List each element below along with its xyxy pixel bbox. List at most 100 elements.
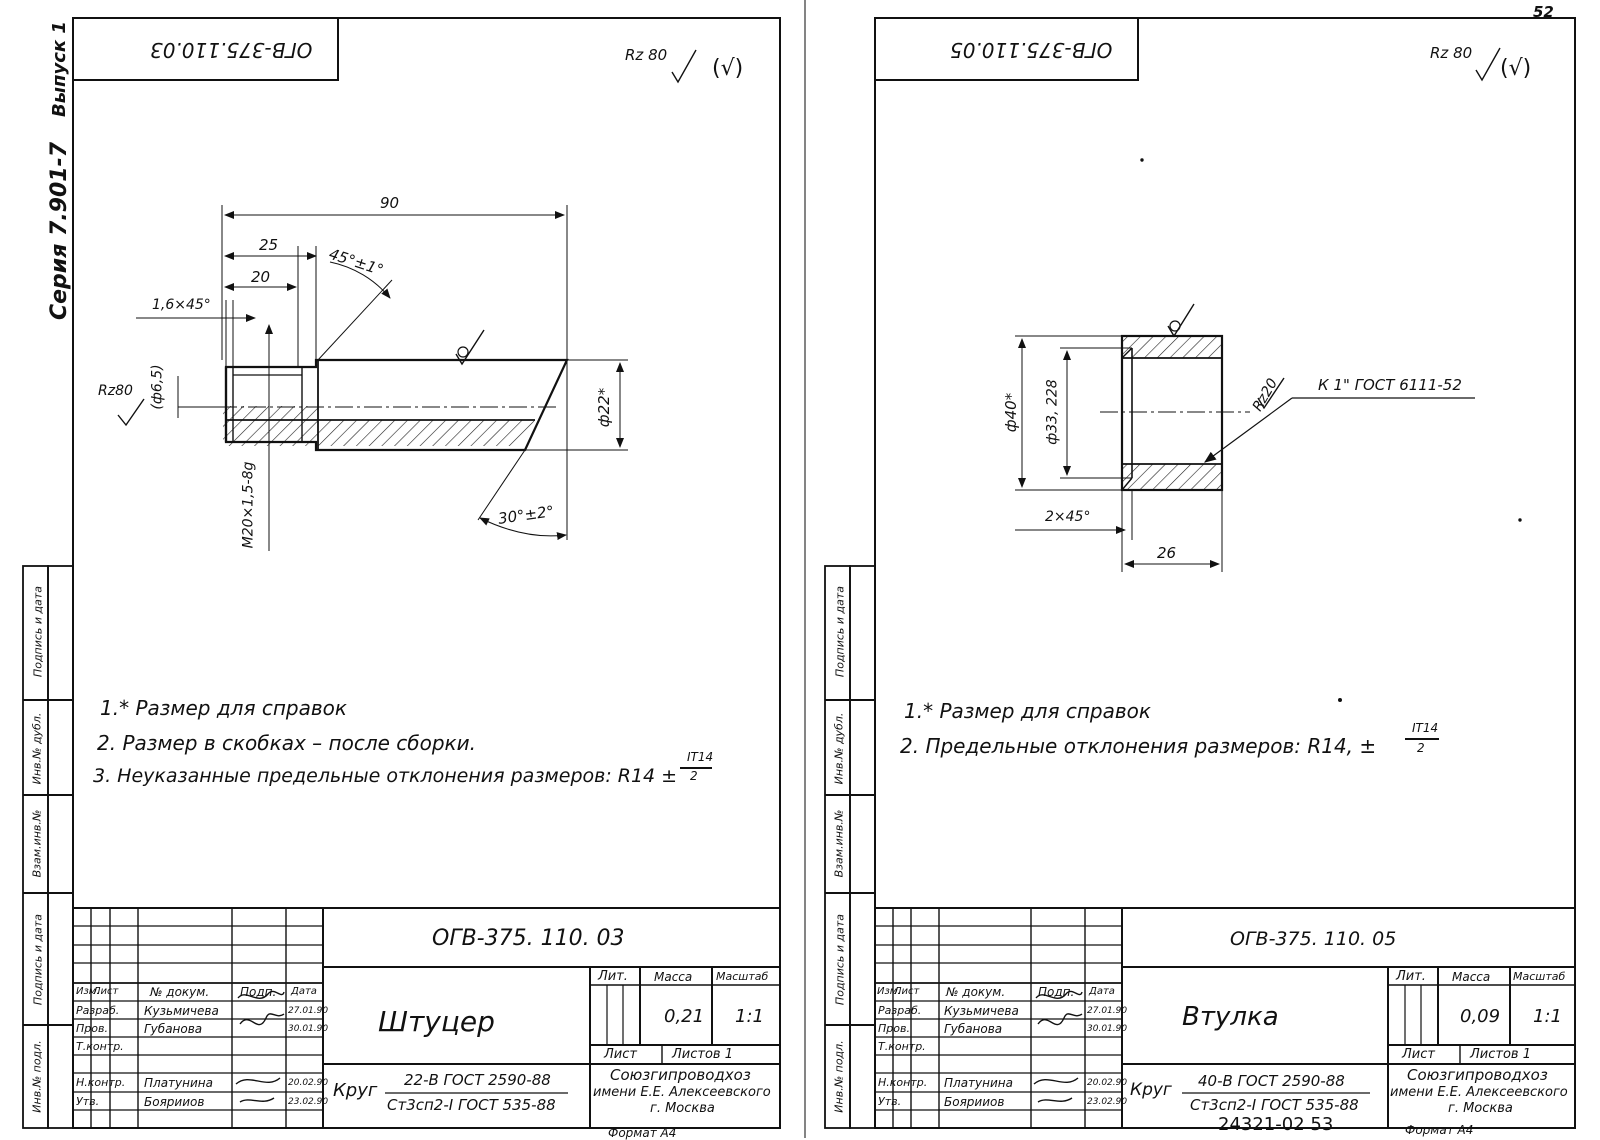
sheet2-note-1: 1.* Размер для справок (904, 699, 1151, 723)
sheet1-sheet-label: Лист (604, 1047, 637, 1062)
sheet1-row-name: Губанова (144, 1022, 203, 1036)
margin-sig-date-2-s2: Подпись и дата (833, 913, 847, 1006)
sheet1-note-frac-bar (680, 767, 712, 769)
dim-25: 25 (259, 236, 279, 254)
sheet2-material-1: 40-В ГОСТ 2590-88 (1198, 1072, 1345, 1090)
sheet1-stamp-box (72, 17, 339, 81)
sheet1-note-1: 1.* Размер для справок (100, 696, 347, 720)
sheet2-col-date: Дата (1089, 986, 1115, 997)
sheet2-note-frac-den: 2 (1417, 741, 1425, 755)
dim-20: 20 (251, 268, 271, 286)
sheet1-lit-header: Лит. (598, 969, 628, 984)
sheet2-org-1: Союзгипроводхоз (1407, 1066, 1548, 1084)
dim-rz-left: Rz80 (98, 383, 133, 399)
sheet1-org-1: Союзгипроводхоз (610, 1066, 751, 1084)
sheet2-mass: 0,09 (1460, 1006, 1501, 1027)
sheet1-row-role: Разраб. (76, 1004, 120, 1017)
sheet1-org-2: имени Е.Е. Алексеевского (593, 1085, 771, 1100)
sheet1-col-sign: Подп. (240, 985, 277, 999)
sheet1-row-role: Т.контр. (76, 1040, 124, 1053)
sheet2-roughness-suffix: (√) (1500, 56, 1532, 81)
sheet1-mass-header: Масса (654, 970, 693, 984)
sheet2-note-frac-num: IT14 (1412, 721, 1439, 735)
sheet2-stamp-code: ОГВ-375.110.05 (950, 38, 1113, 62)
dim-chamfer-2: 2×45° (1045, 509, 1091, 525)
dim-phi-40: ф40* (1002, 392, 1021, 433)
sheet1-col-date: Дата (291, 986, 317, 997)
sheet2-col-doc: № докум. (946, 985, 1006, 999)
sheet1-row-date: 30.01.90 (288, 1024, 329, 1034)
sheet1-stamp-code: ОГВ-375.110.03 (150, 38, 313, 62)
sheet2-row-role: Пров. (878, 1022, 910, 1035)
sheet2-row-name: Боярииов (944, 1095, 1005, 1109)
sheet2-mass-header: Масса (1452, 970, 1491, 984)
dim-phi-6-5: (ф6,5) (149, 364, 166, 410)
sheet1-note-2: 2. Размер в скобках – после сборки. (97, 731, 476, 755)
margin-vzam-inv-s2: Взам.инв.№ (832, 809, 846, 878)
sheet2-row-name: Платунина (944, 1076, 1013, 1090)
sheet1-row-role: Н.контр. (76, 1076, 126, 1089)
sheet2-org-2: имени Е.Е. Алексеевского (1390, 1085, 1568, 1100)
sheet1-row-date: 23.02.90 (288, 1097, 329, 1107)
sheet2-stamp-box (874, 17, 1139, 81)
sheet1-row-name: Кузьмичева (144, 1004, 219, 1018)
dim-thread-k: К 1" ГОСТ 6111-52 (1318, 376, 1462, 394)
signatures (235, 990, 1083, 1103)
sheet1-row-name: Платунина (144, 1076, 213, 1090)
sheet2-material-2: Ст3сп2-I ГОСТ 535-88 (1190, 1096, 1359, 1114)
part1-geometry (117, 205, 628, 551)
sheet2-row-role: Н.контр. (878, 1076, 928, 1089)
sheet2-row-name: Губанова (944, 1022, 1003, 1036)
margin-inv-podl-s2: Инв.№ подл. (832, 1040, 846, 1113)
sheet2-note-frac-bar (1405, 738, 1439, 740)
sheet1-row-date: 20.02.90 (288, 1078, 329, 1088)
sheet1-mass: 0,21 (664, 1006, 705, 1027)
sheet2-row-date: 27.01.90 (1087, 1006, 1128, 1016)
sheet1-roughness: Rz 80 (625, 46, 668, 64)
sheet1-note-frac-num: IT14 (687, 750, 714, 764)
sheet1-format: Формат А4 (608, 1126, 677, 1140)
sheet2-roughness: Rz 80 (1430, 44, 1473, 62)
sheet2-sheets-label: Листов 1 (1470, 1047, 1531, 1062)
sheet1-part-name: Штуцер (378, 1005, 495, 1038)
footer-code: 24321-02 53 (1218, 1114, 1334, 1135)
sheet2-org-3: г. Москва (1448, 1101, 1513, 1116)
margin-sig-date-1: Подпись и дата (31, 585, 45, 678)
sheet1-col-list: Лист (93, 986, 119, 997)
dim-phi-33: ф33, 228 (1044, 379, 1061, 445)
margin-inv-dubl-s2: Инв.№ дубл. (832, 712, 846, 785)
dim-26: 26 (1157, 544, 1177, 562)
sheet1-material-kind: Круг (333, 1080, 378, 1101)
margin-inv-dubl: Инв.№ дубл. (30, 712, 44, 785)
sheet2-row-date: 30.01.90 (1087, 1024, 1128, 1034)
sheet2-row-role: Разраб. (878, 1004, 922, 1017)
part2-geometry (1015, 158, 1522, 702)
margin-inv-podl: Инв.№ подл. (30, 1040, 44, 1113)
sheet2-part-name: Втулка (1182, 1002, 1279, 1032)
sheet1-row-name: Боярииов (144, 1095, 205, 1109)
sheet1-material-1: 22-В ГОСТ 2590-88 (404, 1071, 551, 1089)
sheet1-scale-header: Масштаб (716, 970, 769, 983)
sheet1-row-role: Утв. (76, 1095, 100, 1108)
sheet2-format: Формат А4 (1405, 1123, 1474, 1137)
page-number: 52 (1533, 3, 1554, 21)
issue-label: Выпуск 1 (49, 21, 70, 117)
sheet2-scale: 1:1 (1533, 1006, 1562, 1027)
sheet1-note-3: 3. Неуказанные предельные отклонения раз… (93, 765, 678, 787)
sheet1-col-izm: Изм. (76, 986, 100, 997)
series-label: Серия 7.901-7 (47, 141, 72, 321)
sheet1-scale: 1:1 (735, 1006, 764, 1027)
margin-sig-date-2: Подпись и дата (31, 913, 45, 1006)
sheet1-doc-code: ОГВ-375. 110. 03 (432, 926, 625, 951)
sheet2-col-list: Лист (894, 986, 920, 997)
sheet1-material-2: Ст3сп2-I ГОСТ 535-88 (387, 1096, 556, 1114)
sheet1-col-doc: № докум. (150, 985, 210, 999)
sheet1-sheets-label: Листов 1 (672, 1047, 733, 1062)
sheet1-row-role: Пров. (76, 1022, 108, 1035)
sheet2-note-2: 2. Предельные отклонения размеров: R14, … (900, 734, 1377, 758)
sheet1-frame (72, 17, 781, 1129)
sheet2-row-role: Утв. (878, 1095, 902, 1108)
sheet2-scale-header: Масштаб (1513, 970, 1566, 983)
sheet2-material-kind: Круг (1130, 1080, 1172, 1100)
